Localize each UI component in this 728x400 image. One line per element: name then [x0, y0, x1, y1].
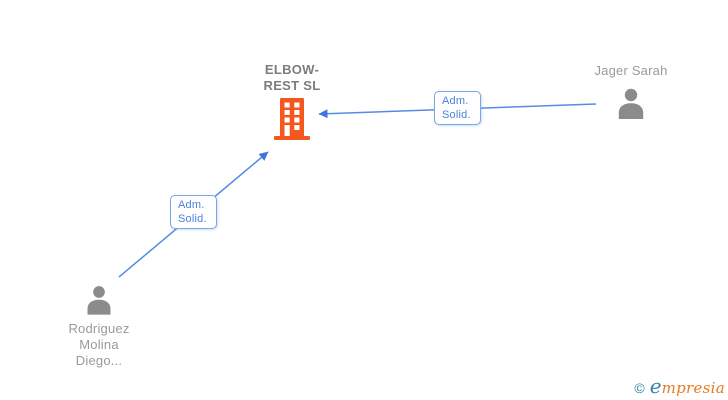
person-node-jager-sarah[interactable]: Jager Sarah: [581, 63, 681, 119]
person-name: Rodriguez Molina Diego...: [68, 321, 129, 369]
edge-label-line1: Adm.: [442, 95, 469, 107]
empresia-brand-initial: e: [649, 374, 662, 398]
person-icon: [87, 286, 111, 315]
edge-label-adm-solid-top[interactable]: Adm. Solid.: [434, 91, 481, 125]
person-name-line2: Molina: [79, 337, 119, 352]
empresia-logo[interactable]: © e mpresia: [634, 376, 725, 397]
edge-label-line2: Solid.: [442, 109, 471, 121]
company-name: ELBOW- REST SL: [264, 62, 321, 94]
building-icon: [274, 98, 310, 140]
edge-label-adm-solid-bottom[interactable]: Adm. Solid.: [170, 195, 217, 229]
edge-label-line2: Solid.: [178, 213, 207, 225]
person-name-line1: Rodriguez: [68, 321, 130, 336]
person-node-rodriguez-molina-diego[interactable]: Rodriguez Molina Diego...: [49, 285, 149, 369]
empresia-brand-text: mpresia: [661, 379, 725, 397]
copyright-icon: ©: [634, 380, 645, 396]
person-name-line3: Diego...: [75, 353, 123, 368]
person-name: Jager Sarah: [594, 63, 668, 78]
company-name-line2: REST SL: [263, 78, 321, 93]
company-name-line1: ELBOW-: [264, 62, 320, 77]
person-icon: [618, 88, 644, 119]
company-node[interactable]: ELBOW- REST SL: [240, 62, 344, 140]
edge-label-line1: Adm.: [178, 199, 205, 211]
